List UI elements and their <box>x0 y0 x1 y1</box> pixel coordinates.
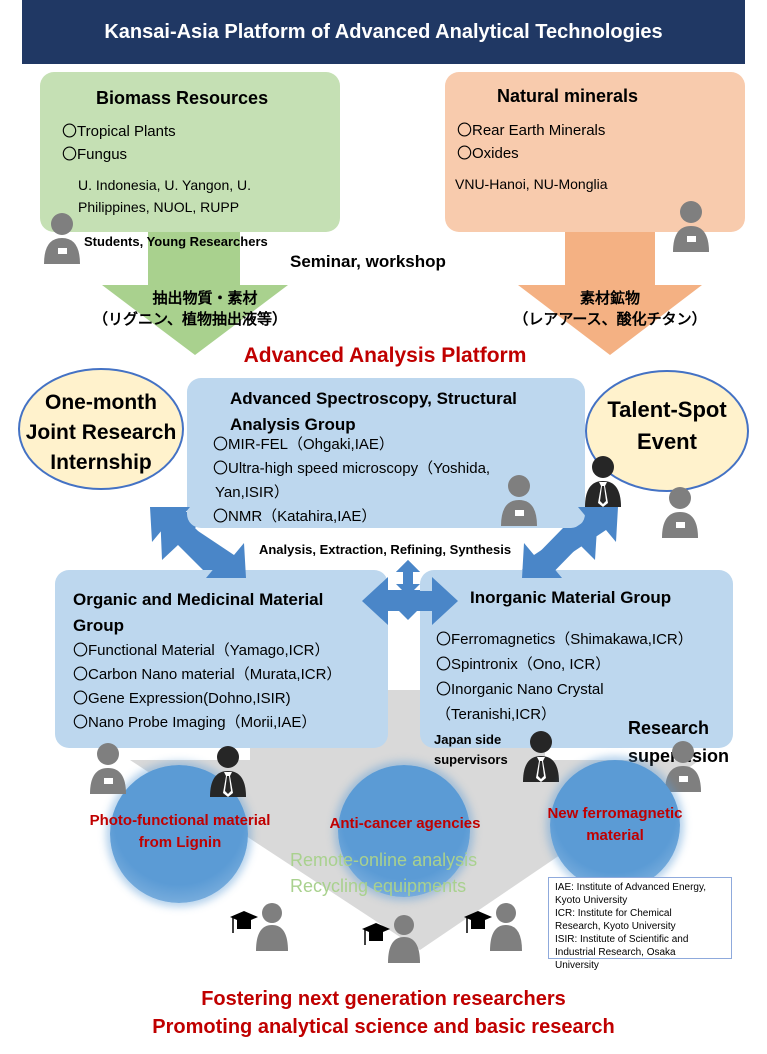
biomass-title: Biomass Resources <box>96 88 269 108</box>
abbreviation-notes: IAE: Institute of Advanced Energy, Kyoto… <box>548 877 732 971</box>
supervisor-icon <box>523 731 559 782</box>
graduate-icon <box>464 903 522 951</box>
organic-group-box: Organic and Medicinal Material Group 〇Fu… <box>55 570 388 748</box>
analysis-label: Analysis, Extraction, Refining, Synthesi… <box>258 542 512 557</box>
minerals-item: 〇Oxides <box>457 145 519 162</box>
spectroscopy-item: 〇NMR（Katahira,IAE） <box>213 508 377 525</box>
seminar-label: Seminar, workshop <box>290 252 446 271</box>
double-arrow-horizontal <box>362 577 458 625</box>
diagonal-arrow-right <box>522 507 618 578</box>
extract-right-line1: 素材鉱物 <box>579 290 640 307</box>
footer-line: Fostering next generation researchers <box>201 988 566 1010</box>
outcome-photo-label: Photo-functional material from Lignin <box>50 810 310 854</box>
outcome-ferro-line: material <box>586 827 644 844</box>
note-line: Industrial Research, Osaka <box>555 947 676 958</box>
japan-side-line: supervisors <box>434 752 508 767</box>
outcome-ferro-label: New ferromagnetic material <box>520 803 710 847</box>
talent-line: Talent-Spot <box>607 397 727 422</box>
organic-item: 〇Nano Probe Imaging（Morii,IAE） <box>73 714 317 731</box>
diagonal-arrow-left <box>150 507 246 578</box>
outcome-anticancer-label: Anti-cancer agencies <box>329 815 481 832</box>
supervisor-icon <box>210 746 246 797</box>
organic-title: Organic and Medicinal Material <box>73 590 324 609</box>
note-line: University <box>555 960 599 971</box>
footer-message: Fostering next generation researchers Pr… <box>0 985 767 1041</box>
orange-down-arrow <box>518 230 702 355</box>
outcome-circle-anticancer <box>338 765 470 897</box>
biomass-item: 〇Tropical Plants <box>62 123 176 140</box>
spectroscopy-item: 〇MIR-FEL（Ohgaki,IAE） <box>213 436 394 453</box>
inorganic-group-box: Inorganic Material Group 〇Ferromagnetics… <box>420 570 733 748</box>
internship-ellipse: One-month Joint Research Internship <box>18 368 184 490</box>
spectroscopy-title: Advanced Spectroscopy, Structural <box>230 389 517 408</box>
organic-item: 〇Functional Material（Yamago,ICR） <box>73 642 330 659</box>
inorganic-item: 〇Inorganic Nano Crystal <box>436 681 604 698</box>
page-header: Kansai-Asia Platform of Advanced Analyti… <box>22 0 745 64</box>
extract-left-line2: （リグニン、植物抽出液等） <box>92 311 288 328</box>
spectroscopy-item: 〇Ultra-high speed microscopy（Yoshida, <box>213 460 491 477</box>
outcome-ferro-line: New ferromagnetic <box>547 805 683 822</box>
person-icon <box>662 487 698 538</box>
biomass-item: 〇Fungus <box>62 146 128 163</box>
green-down-arrow <box>102 230 288 355</box>
remote-label: Remote-online analysis Recycling equipme… <box>290 847 477 899</box>
person-icon <box>673 201 709 252</box>
graduate-icon <box>362 915 420 963</box>
talent-line: Event <box>637 429 697 454</box>
japan-side-line: Japan side <box>434 732 502 747</box>
double-arrow-vertical <box>396 560 420 596</box>
inorganic-item: 〇Ferromagnetics（Shimakawa,ICR） <box>436 631 693 648</box>
students-label: Students, Young Researchers <box>84 234 268 249</box>
spectroscopy-title: Analysis Group <box>230 415 356 434</box>
note-line: ISIR: Institute of Scientific and <box>555 934 689 945</box>
internship-line: One-month <box>45 391 157 414</box>
note-line: Research, Kyoto University <box>555 921 676 932</box>
outcome-photo-line: Photo-functional material <box>89 812 271 829</box>
minerals-title: Natural minerals <box>497 86 639 106</box>
remote-line: Remote-online analysis <box>290 850 478 870</box>
person-icon <box>90 743 126 794</box>
platform-title: Advanced Analysis Platform <box>243 344 527 367</box>
biomass-universities: U. Indonesia, U. Yangon, U. <box>78 177 252 193</box>
remote-line: Recycling equipments <box>290 876 467 896</box>
person-icon <box>501 475 537 526</box>
inorganic-title: Inorganic Material Group <box>470 588 672 607</box>
japan-side-label: Japan side supervisors <box>434 730 508 770</box>
extract-right-line2: （レアアース、酸化チタン） <box>513 311 707 328</box>
biomass-universities: Philippines, NUOL, RUPP <box>78 199 240 215</box>
organic-item: 〇Carbon Nano material（Murata,ICR） <box>73 666 342 683</box>
graduate-icon <box>230 903 288 951</box>
footer-line: Promoting analytical science and basic r… <box>152 1016 615 1038</box>
minerals-item: 〇Rear Earth Minerals <box>457 122 606 139</box>
note-line: IAE: Institute of Advanced Energy, <box>555 882 707 893</box>
note-line: ICR: Institute for Chemical <box>555 908 672 919</box>
inorganic-item: 〇Spintronix（Ono, ICR） <box>436 656 611 673</box>
internship-line: Joint Research <box>25 421 177 444</box>
supervisor-icon <box>585 456 621 507</box>
outcome-photo-line: from Lignin <box>138 834 222 851</box>
inorganic-item: （Teranishi,ICR） <box>436 706 557 723</box>
note-line: Kyoto University <box>555 895 628 906</box>
research-sup-line: Research <box>628 718 710 738</box>
minerals-universities: VNU-Hanoi, NU-Monglia <box>455 176 608 192</box>
outcome-circle-ferro <box>550 760 680 890</box>
extract-left-line1: 抽出物質・素材 <box>152 290 258 307</box>
person-icon <box>665 741 701 792</box>
page-title: Kansai-Asia Platform of Advanced Analyti… <box>104 20 663 43</box>
organic-title: Group <box>73 616 124 635</box>
organic-item: 〇Gene Expression(Dohno,ISIR) <box>73 690 291 707</box>
person-icon <box>44 213 80 264</box>
spectroscopy-item: Yan,ISIR） <box>215 484 289 501</box>
biomass-resources-box: Biomass Resources 〇Tropical Plants 〇Fung… <box>40 72 340 232</box>
internship-line: Internship <box>50 451 152 474</box>
